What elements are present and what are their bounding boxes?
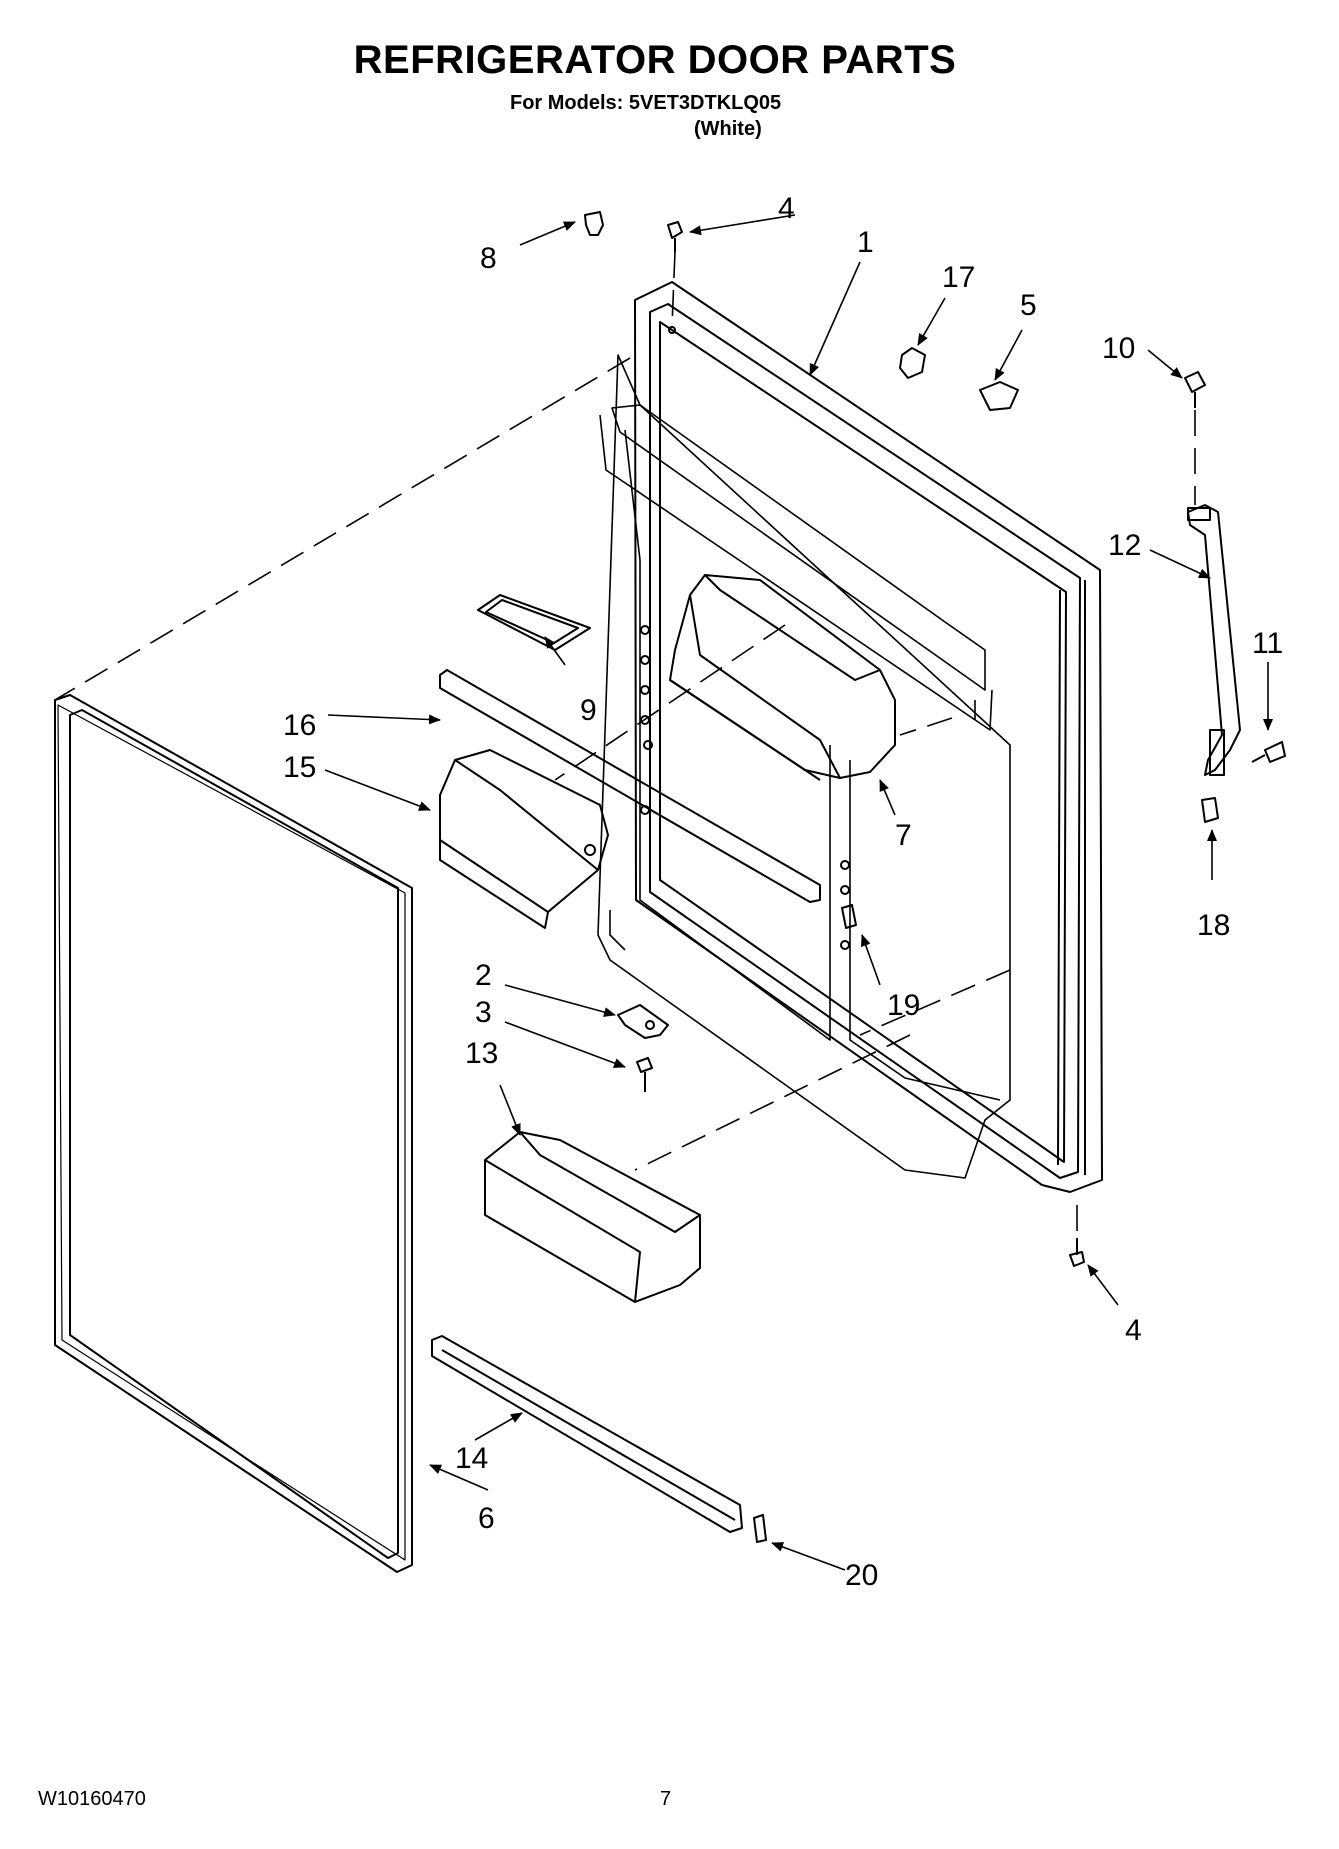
callout-15: 15	[283, 751, 316, 784]
callout-20: 20	[845, 1559, 878, 1592]
callout-12: 12	[1108, 529, 1141, 562]
callout-19: 19	[887, 989, 920, 1022]
callout-10: 10	[1102, 332, 1135, 365]
callout-5: 5	[1020, 289, 1037, 322]
callout-3: 3	[475, 996, 492, 1029]
callout-11: 11	[1252, 627, 1283, 660]
callout-2: 2	[475, 959, 492, 992]
alignment-lines	[54, 251, 1196, 1235]
callout-4-bottom: 4	[1125, 1314, 1142, 1347]
leader-lines	[324, 214, 1273, 1571]
callout-16: 16	[283, 709, 316, 742]
door-handle	[1187, 504, 1241, 776]
callout-1: 1	[857, 226, 874, 259]
door-panel	[597, 281, 1103, 1193]
upper-door-bin	[669, 574, 896, 781]
callout-6: 6	[478, 1502, 495, 1535]
callout-14: 14	[455, 1442, 488, 1475]
callout-labels: 1 2 3 4 4 5 6 7 8 9 10 11 12 13 14 15 16…	[283, 192, 1283, 1592]
shelf-bar-lower	[431, 1335, 743, 1533]
callout-9: 9	[580, 694, 597, 727]
callout-18: 18	[1197, 909, 1230, 942]
page-title: REFRIGERATOR DOOR PARTS	[353, 38, 957, 82]
color-line: (White)	[694, 118, 762, 140]
door-gasket	[54, 694, 413, 1573]
callout-8: 8	[480, 242, 497, 275]
callout-17: 17	[942, 261, 975, 294]
page-number: 7	[660, 1788, 672, 1810]
small-tray	[477, 594, 591, 651]
shelf-bar-upper	[439, 669, 821, 903]
callout-7: 7	[895, 819, 912, 852]
callout-4-top: 4	[778, 192, 795, 225]
callout-13: 13	[465, 1037, 498, 1070]
document-number: W10160470	[38, 1788, 146, 1810]
hardware-parts	[584, 211, 1286, 1543]
models-line: For Models: 5VET3DTKLQ05	[510, 92, 782, 114]
lower-door-bin	[484, 1131, 701, 1303]
small-door-bin	[439, 749, 609, 929]
